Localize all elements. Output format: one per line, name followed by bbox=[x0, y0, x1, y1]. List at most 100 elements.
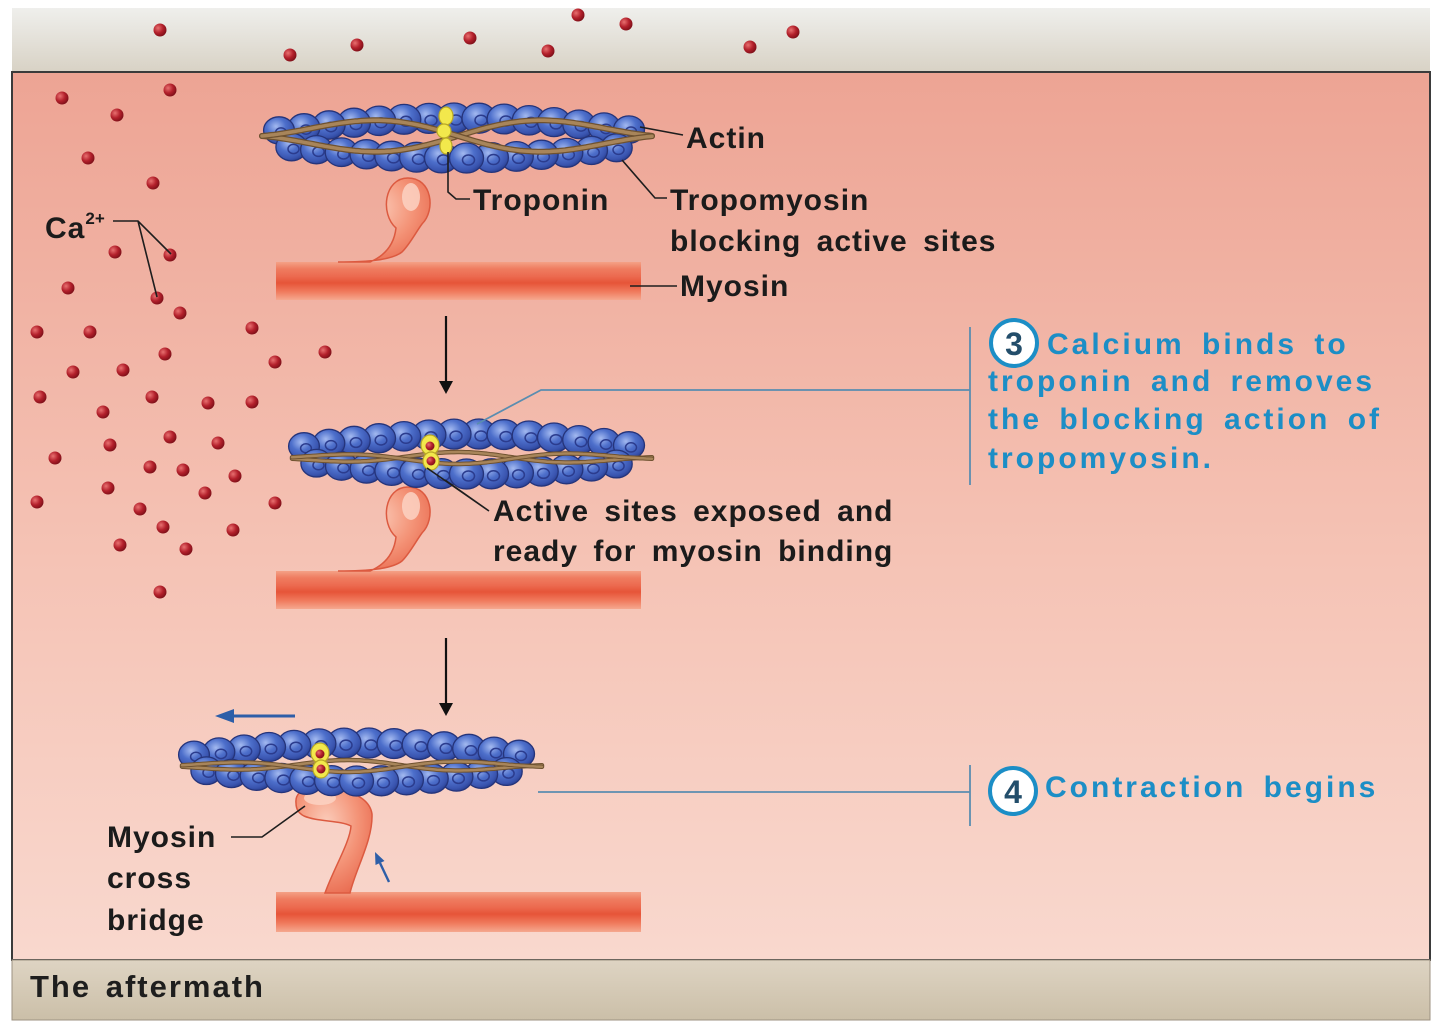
step-4: 4 Contraction begins bbox=[988, 766, 1378, 816]
actin-leader bbox=[639, 126, 684, 136]
actin-label: Actin bbox=[686, 122, 766, 155]
calcium-ion bbox=[283, 48, 297, 62]
troponin-calcium-bound bbox=[420, 434, 440, 471]
cross-bridge-label: bridge bbox=[107, 904, 205, 937]
calcium-ion bbox=[541, 44, 555, 58]
actin-subunit-core bbox=[339, 739, 353, 751]
calcium-ion bbox=[116, 363, 130, 377]
actin-subunit-core bbox=[514, 750, 528, 762]
myosin-label: Myosin bbox=[680, 270, 789, 303]
actin-subunit bbox=[448, 458, 485, 490]
calcium-ion bbox=[103, 438, 117, 452]
down-arrow bbox=[439, 316, 453, 394]
calcium-ion bbox=[619, 17, 633, 31]
tropomyosin-strand-core bbox=[290, 450, 654, 464]
cross-bridge-leader bbox=[231, 805, 306, 838]
calcium-ion bbox=[245, 321, 259, 335]
tropomyosin-strand-core bbox=[290, 452, 654, 466]
actin-subunit-core bbox=[461, 470, 476, 482]
main-panel bbox=[11, 71, 1431, 961]
calcium-ion bbox=[145, 390, 159, 404]
step-3-text: troponin and removes bbox=[988, 365, 1375, 398]
calcium-ion bbox=[268, 496, 282, 510]
actin-subunit-core bbox=[486, 470, 501, 482]
myosin-head-ready bbox=[337, 486, 431, 572]
power-stroke-arrow-head bbox=[375, 852, 385, 865]
calcium-ions bbox=[30, 8, 800, 599]
bound-calcium-ion bbox=[316, 764, 326, 774]
actin-subunit bbox=[227, 734, 261, 765]
step-4-number: 4 bbox=[1004, 774, 1022, 810]
troponin-calcium-bound bbox=[310, 742, 330, 779]
step-3-text: the blocking action of bbox=[988, 403, 1382, 436]
actin-subunit-core bbox=[449, 430, 463, 442]
calcium-label: Ca2+ bbox=[45, 209, 105, 245]
calcium-ion bbox=[201, 396, 215, 410]
calcium-ion bbox=[176, 463, 190, 477]
tropomyosin-strand bbox=[289, 449, 655, 465]
calcium-ion bbox=[143, 460, 157, 474]
calcium-ion bbox=[786, 25, 800, 39]
calcium-ion bbox=[150, 291, 164, 305]
power-stroke-arrow-shaft bbox=[378, 862, 391, 883]
calcium-ion bbox=[179, 542, 193, 556]
calcium-ion bbox=[81, 151, 95, 165]
cross-bridge-label: Myosin bbox=[107, 821, 216, 854]
bound-calcium-ion bbox=[315, 749, 325, 759]
tropomyosin-strand bbox=[179, 759, 545, 775]
step-3-text: Calcium binds to bbox=[1047, 328, 1349, 361]
calcium-charge: 2+ bbox=[85, 209, 104, 228]
step-3-number: 3 bbox=[1005, 326, 1023, 362]
myosin-filament bbox=[276, 892, 641, 932]
footer-title: The aftermath bbox=[30, 969, 265, 1004]
actin-subunit-core bbox=[464, 745, 478, 757]
calcium-ion bbox=[198, 486, 212, 500]
actin-subunit-core bbox=[536, 467, 551, 480]
actin-subunit bbox=[448, 142, 485, 174]
footer-band bbox=[11, 959, 1431, 1021]
myosin-filaments bbox=[276, 262, 641, 932]
myosin-head-resting bbox=[337, 177, 431, 263]
calcium-ion bbox=[350, 38, 364, 52]
calcium-ion bbox=[101, 481, 115, 495]
actin-subunit-core bbox=[451, 773, 466, 785]
calcium-ion bbox=[463, 31, 477, 45]
actin-subunit-core bbox=[511, 469, 526, 481]
cross-bridge-label: cross bbox=[107, 862, 192, 895]
tropomyosin-shifted bbox=[289, 449, 655, 467]
power-stroke-arrow bbox=[375, 852, 391, 883]
actin-subunit-core bbox=[624, 442, 638, 453]
calcium-ion bbox=[153, 23, 167, 37]
calcium-ion bbox=[48, 451, 62, 465]
step-4-text: Contraction begins bbox=[1045, 771, 1378, 804]
step-3-pointer bbox=[476, 389, 970, 425]
actin-subunit bbox=[386, 420, 422, 452]
actin-subunit-body bbox=[448, 142, 485, 174]
actin-subunit-core bbox=[287, 143, 300, 155]
bound-calcium-ion bbox=[425, 441, 435, 451]
calcium-leader bbox=[113, 220, 172, 298]
actin-subunit-core bbox=[574, 436, 588, 448]
actin-subunit-core bbox=[264, 743, 278, 755]
active-sites-leader bbox=[426, 467, 490, 512]
calcium-ion bbox=[30, 495, 44, 509]
actin-subunit-core bbox=[374, 434, 388, 446]
tropomyosin-strand bbox=[179, 757, 545, 773]
actin-subunit-core bbox=[351, 777, 366, 789]
troponin-resting bbox=[436, 106, 454, 155]
active-sites-label: Active sites exposed and bbox=[493, 495, 893, 528]
calcium-ion bbox=[228, 469, 242, 483]
tropomyosin-strand bbox=[289, 451, 655, 467]
calcium-ion bbox=[318, 345, 332, 359]
down-arrow bbox=[439, 638, 453, 716]
down-arrow-head bbox=[439, 381, 453, 394]
calcium-ion bbox=[30, 325, 44, 339]
calcium-ion bbox=[66, 365, 80, 379]
actin-subunit-core bbox=[439, 742, 453, 755]
tropomyosin-strand-core bbox=[180, 758, 544, 772]
tropomyosin-strand-core bbox=[180, 760, 544, 774]
actin-subunit-core bbox=[239, 745, 253, 757]
actin-subunit-core bbox=[486, 153, 501, 166]
calcium-ion bbox=[96, 405, 110, 419]
